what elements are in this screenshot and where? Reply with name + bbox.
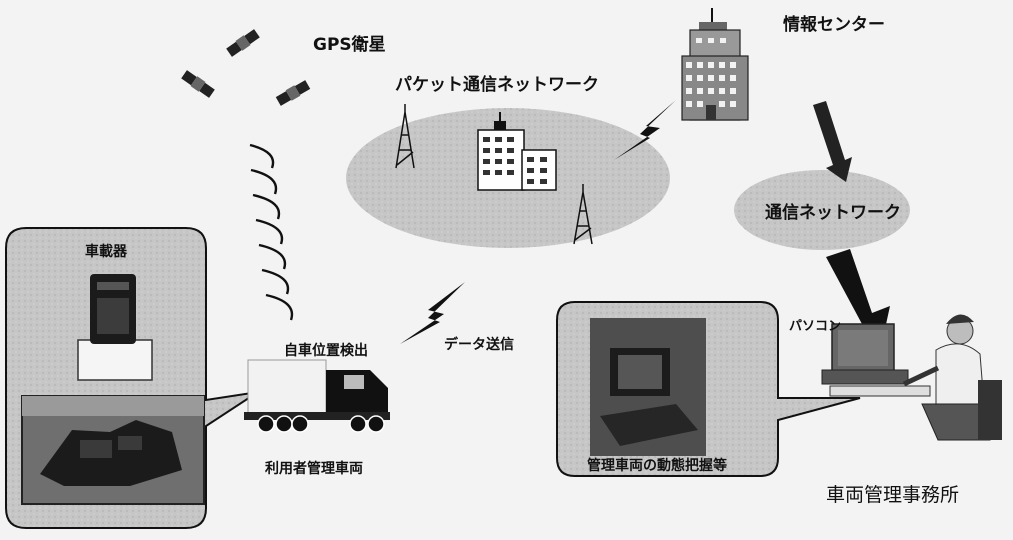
onboard-device-photo xyxy=(77,274,153,381)
gps-satellite-label: GPS衛星 xyxy=(313,35,386,55)
radio-tower-icon xyxy=(395,104,415,169)
operator-person-icon xyxy=(902,314,1002,441)
truck-icon xyxy=(244,359,390,433)
monitoring-label: 管理車両の動態把握等 xyxy=(587,458,727,474)
info-center-label: 情報センター xyxy=(783,15,885,35)
packet-network-label: パケット通信ネットワーク xyxy=(395,75,599,95)
user-vehicle-label: 利用者管理車両 xyxy=(265,461,363,477)
computer-icon xyxy=(821,323,931,397)
onboard-unit-photo xyxy=(21,395,205,505)
wireless-link-bolt-icon xyxy=(614,100,676,160)
comm-network-label: 通信ネットワーク xyxy=(765,203,901,223)
gps-satellite-icon xyxy=(226,29,260,57)
pc-label: パソコン xyxy=(789,319,842,334)
onboard-device-label: 車載器 xyxy=(85,244,127,260)
data-transmission-label: データ送信 xyxy=(444,337,514,353)
downlink-arrow-icon xyxy=(813,101,852,182)
radio-tower-icon xyxy=(573,184,593,245)
gps-signal-waves-icon xyxy=(249,143,294,321)
gps-satellite-icon xyxy=(181,70,215,98)
self-position-label: 自車位置検出 xyxy=(284,343,368,359)
wireless-link-bolt-icon xyxy=(400,282,465,344)
gps-satellite-icon xyxy=(275,80,311,106)
comm-network-cloud xyxy=(734,170,910,250)
packet-network-building-icon xyxy=(477,112,557,191)
monitoring-screen-photo xyxy=(590,318,706,456)
management-office-label: 車両管理事務所 xyxy=(826,484,960,506)
info-center-building-icon xyxy=(681,8,749,121)
